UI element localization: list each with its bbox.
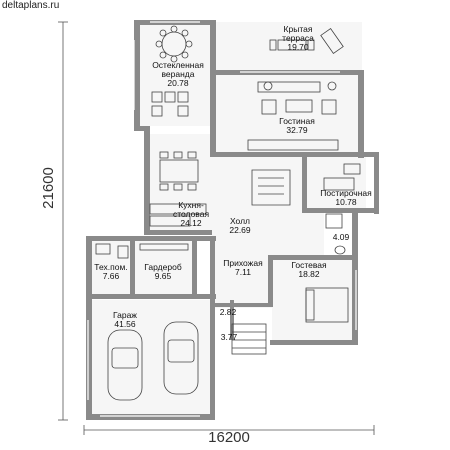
room-fills [90, 22, 366, 416]
room-area-garage: 41.56 [114, 319, 136, 329]
dimension-width: 16200 [208, 429, 250, 446]
dimension-lines [58, 21, 375, 435]
room-area-terrace: 19.70 [287, 42, 309, 52]
room-name-tech: Тех.пом. [94, 262, 127, 272]
room-area-veranda: 20.78 [167, 78, 189, 88]
room-area-entry: 7.11 [235, 267, 251, 277]
furniture [95, 25, 361, 401]
room-name-veranda: веранда [162, 69, 195, 79]
room-name-terrace: Крытая [284, 24, 313, 34]
windows [87, 21, 357, 417]
room-area-tech: 7.66 [103, 271, 120, 281]
room-name-laundry: Постирочная [320, 188, 372, 198]
room-area-wardrobe: 9.65 [155, 271, 172, 281]
room-label-tech: Тех.пом.7.66 [94, 262, 127, 281]
room-area-laundry: 10.78 [335, 197, 357, 207]
room-name-garage: Гараж [113, 310, 137, 320]
room-name-veranda: Остекленная [152, 60, 204, 70]
room-area-kitchen: 24.12 [180, 218, 202, 228]
room-area-small2: 3.77 [221, 332, 238, 342]
dimension-height: 21600 [40, 167, 57, 209]
room-name-wardrobe: Гардероб [144, 262, 182, 272]
room-area-small1: 2.82 [220, 307, 237, 317]
room-name-kitchen: столовая [173, 209, 210, 219]
room-name-guest: Гостевая [291, 260, 327, 270]
room-name-kitchen: Кухня- [178, 200, 204, 210]
room-name-entry: Прихожая [223, 258, 263, 268]
room-area-living: 32.79 [286, 125, 308, 135]
room-name-living: Гостиная [279, 116, 315, 126]
site-watermark: deltaplans.ru [2, 0, 60, 11]
room-area-guest: 18.82 [298, 269, 320, 279]
room-name-hall: Холл [230, 216, 250, 226]
room-label-small1: 2.82 [220, 307, 237, 317]
room-name-terrace: терраса [282, 33, 314, 43]
room-label-bath: 4.09 [333, 232, 350, 242]
room-area-bath: 4.09 [333, 232, 350, 242]
room-label-small2: 3.77 [221, 332, 238, 342]
room-area-hall: 22.69 [229, 225, 251, 235]
walls [86, 20, 379, 420]
